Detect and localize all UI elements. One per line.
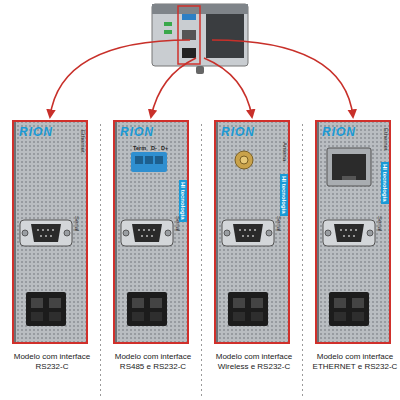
module-panel: RIONEthernetSerialModelo com interface R… xyxy=(12,120,88,344)
port-label: Antena xyxy=(282,142,288,161)
brand-tag: HI tecnologia xyxy=(280,174,288,216)
model-caption: Modelo com interface Wireless e RS232-C xyxy=(206,352,302,372)
brand-tag: HI tecnologia xyxy=(381,162,389,204)
pin-label: D- xyxy=(151,146,157,152)
pin-label: Term xyxy=(133,146,146,152)
module-panel: RIONAntenaHI tecnologiaSerialModelo com … xyxy=(214,120,290,344)
port-label: Serial xyxy=(276,216,282,231)
port-label: Serial xyxy=(377,216,383,231)
port-label: Serial xyxy=(175,216,181,231)
brand-logo: RION xyxy=(322,126,356,138)
brand-tag: HI tecnologia xyxy=(179,180,187,222)
port-label: Ethernet xyxy=(80,130,86,153)
model-caption: Modelo com interface RS232-C xyxy=(4,352,100,372)
brand-logo: RION xyxy=(120,126,154,138)
brand-logo: RION xyxy=(221,126,255,138)
model-caption: Modelo com interface RS485 e RS232-C xyxy=(105,352,201,372)
brand-logo: RION xyxy=(19,126,53,138)
module-panel: RIONTermD-D+HI tecnologiaSerialModelo co… xyxy=(113,120,189,344)
port-label: Ethernet xyxy=(383,128,389,151)
port-label: Serial xyxy=(74,216,80,231)
model-caption: Modelo com interface ETHERNET e RS232-C xyxy=(307,352,400,372)
pin-label: D+ xyxy=(161,146,168,152)
module-panel: RIONEthernetHI tecnologiaSerialModelo co… xyxy=(315,120,391,344)
